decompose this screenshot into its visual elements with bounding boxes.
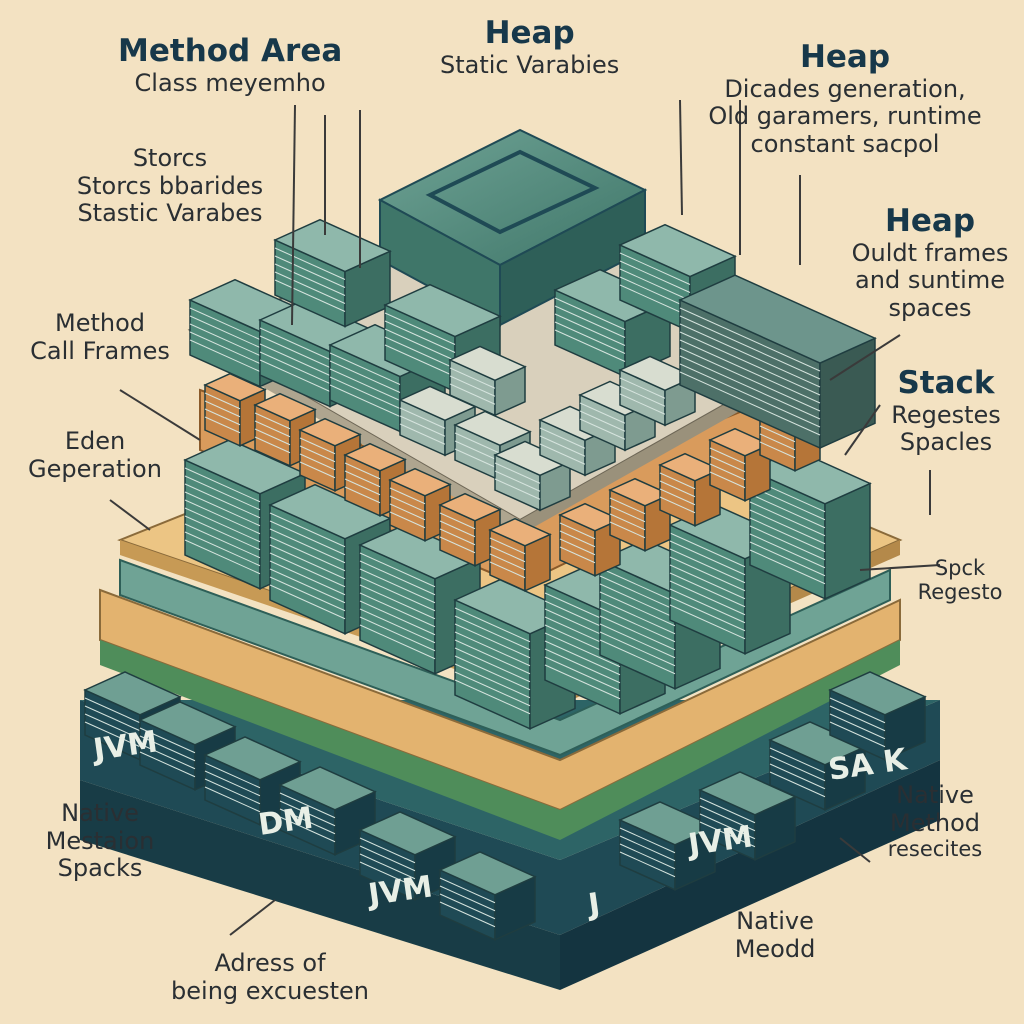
label-native-right: Native Method resecites [860,781,1010,862]
orange-block-6 [488,517,552,592]
method-area-heading: Method Area [118,33,343,69]
pale-cube-6 [448,345,527,417]
memory-blocks [83,218,927,941]
label-stores: Storcs Storcs bbarides Stastic Varabes [50,144,290,228]
native-bottom-line-2: Meodd [734,934,816,963]
block-mark-1: DM [256,801,315,843]
teal-stack-0 [183,438,307,590]
label-native-left: Native Mestaion Spacks [20,799,180,883]
address-line-2: being excuesten [171,976,369,1005]
upper-stack-2 [273,218,392,328]
spck-line-1: Spck [934,556,986,580]
label-heap-mid: Heap Ouldt frames and suntime spaces [840,203,1020,322]
stores-line-2: Storcs bbarides [76,171,264,200]
stores-line-3: Stastic Varabes [77,199,263,228]
heap-top-heading: Heap [484,15,575,51]
orange-block-9 [658,452,722,527]
top-center-stack [377,128,648,327]
teal-stack-7 [748,448,872,600]
heap-right-line-3: constant sacpol [750,129,940,158]
native-right-line-2: Method [889,808,980,837]
label-heap-right: Heap Dicades generation, Old garamers, r… [680,39,1010,158]
label-method-call-frames: Method Call Frames [10,309,190,365]
address-line-1: Adress of [214,949,326,977]
method-area-line-1: Class meyemho [134,68,326,97]
heap-mid-heading: Heap [884,203,976,239]
spck-line-2: Regesto [917,580,1003,605]
method-call-line-1: Method [54,309,145,337]
right-box [678,274,877,450]
stack-heading: Stack [897,365,995,401]
native-left-line-1: Native [61,799,139,827]
method-call-line-2: Call Frames [30,336,170,365]
label-address: Adress of being excuesten [140,949,400,1005]
pale-cube-2 [493,440,572,512]
label-heap-top: Heap Static Varabies [440,15,620,79]
orange-block-5 [438,492,502,567]
native-left-line-2: Mestaion [45,826,155,855]
wood-layer [99,588,901,840]
heap-top-line-1: Static Varabies [440,50,620,79]
native-right-line-1: Native [896,781,974,809]
label-eden: Eden Geperation [10,427,180,483]
stack-line-1: Regestes [891,400,1001,429]
heap-mid-line-3: spaces [888,293,972,322]
eden-line-1: Eden [64,427,126,455]
navy-block-8 [768,721,867,811]
orange-block-10 [708,427,772,502]
leader-lines [109,99,941,936]
navy-block-5 [438,851,537,941]
label-native-bottom: Native Meodd [700,907,850,963]
navy-block-7 [698,771,797,861]
stores-line-1: Storcs [132,144,208,172]
heap-right-heading: Heap [799,39,891,75]
heap-mid-line-2: and suntime [855,266,1005,295]
label-method-area: Method Area Class meyemho [118,33,343,97]
heap-mid-line-1: Ouldt frames [851,238,1009,267]
heap-right-line-1: Dicades generation, [724,74,966,103]
native-left-line-3: Spacks [57,854,143,883]
native-bottom-line-1: Native [736,907,814,935]
heap-right-line-2: Old garamers, runtime [708,102,982,131]
stack-line-2: Spacles [899,428,993,457]
eden-line-2: Geperation [28,454,162,483]
navy-block-9 [828,671,927,761]
teal-stack-6 [668,503,792,655]
native-right-line-3: resecites [887,837,983,862]
label-spck: Spck Regesto [910,556,1010,604]
label-stack: Stack Regestes Spacles [876,365,1016,457]
